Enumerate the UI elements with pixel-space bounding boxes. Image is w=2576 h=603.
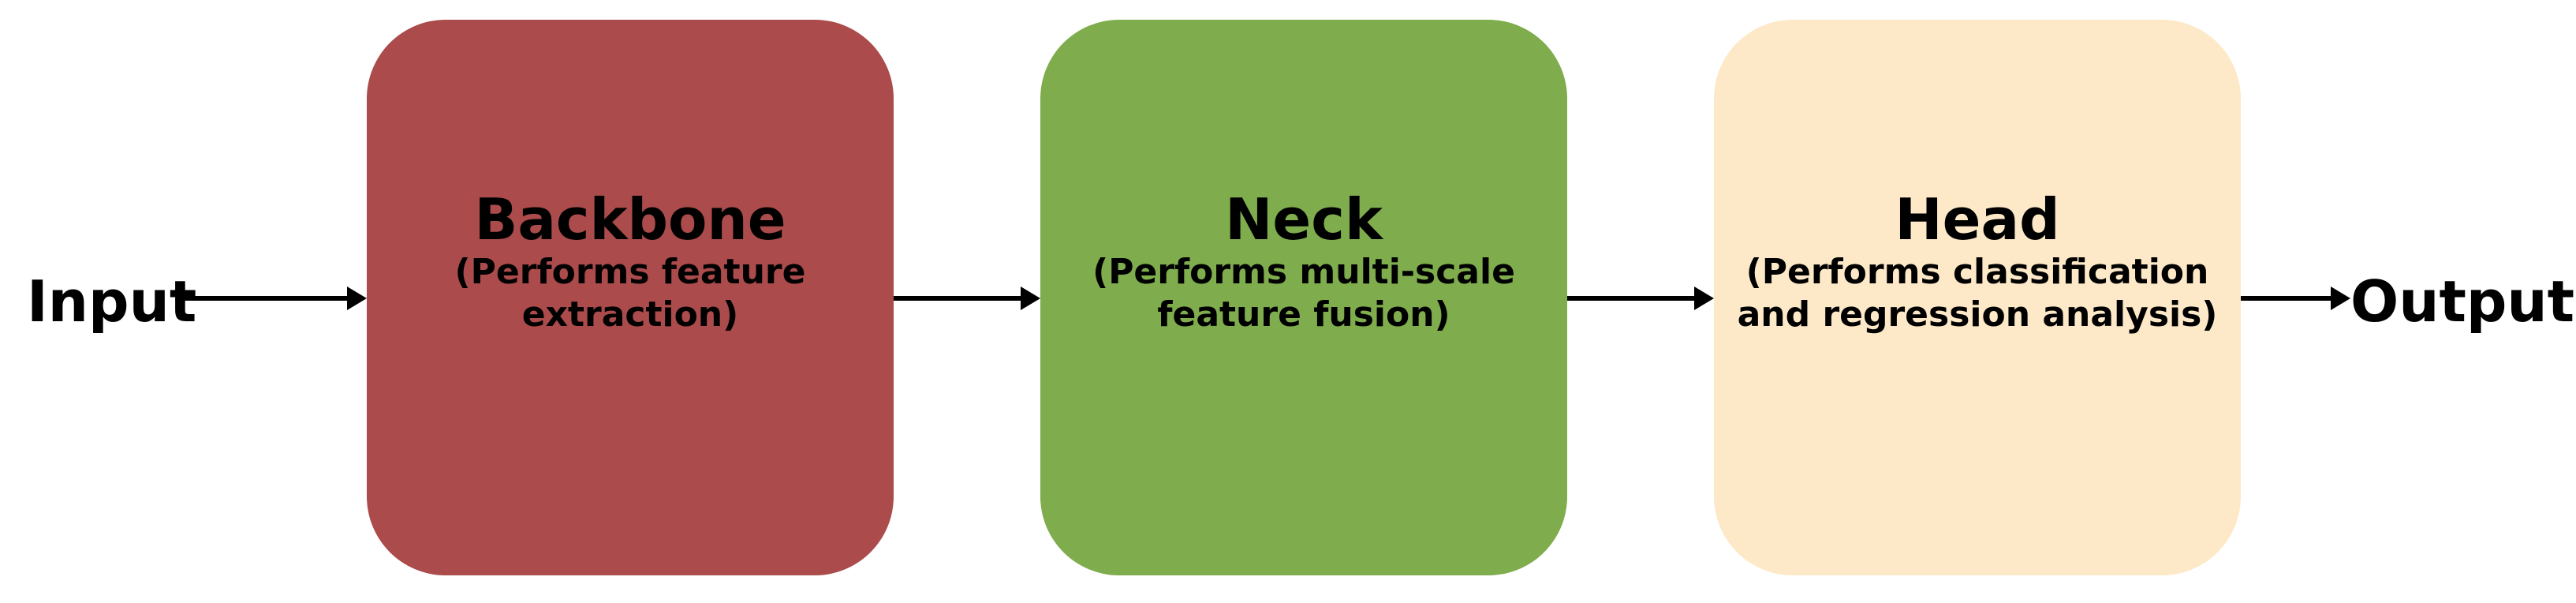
arrow-backbone-to-neck: [894, 287, 1040, 310]
neck-desc-line1: (Performs multi-scale: [1092, 252, 1515, 292]
head-desc-line1: (Performs classification: [1745, 252, 2209, 292]
neck-block: Neck (Performs multi-scale feature fusio…: [1040, 20, 1567, 575]
arrow-input-to-backbone: [183, 287, 367, 310]
backbone-desc-line2: extraction): [521, 294, 739, 335]
neck-desc-line2: feature fusion): [1157, 294, 1450, 335]
head-desc-line2: and regression analysis): [1737, 294, 2218, 335]
arrow-neck-to-head: [1567, 287, 1714, 310]
backbone-block: Backbone (Performs feature extraction): [367, 20, 894, 575]
output-label: Output: [2350, 0, 2574, 603]
neck-title: Neck: [1225, 186, 1383, 253]
backbone-title: Backbone: [474, 186, 786, 253]
head-block: Head (Performs classification and regres…: [1714, 20, 2241, 575]
output-text: Output: [2350, 268, 2575, 335]
head-title: Head: [1895, 186, 2060, 253]
backbone-desc-line1: (Performs feature: [454, 252, 806, 292]
arrow-head-to-output: [2241, 287, 2350, 310]
input-label: Input: [27, 0, 196, 603]
input-text: Input: [27, 268, 197, 335]
